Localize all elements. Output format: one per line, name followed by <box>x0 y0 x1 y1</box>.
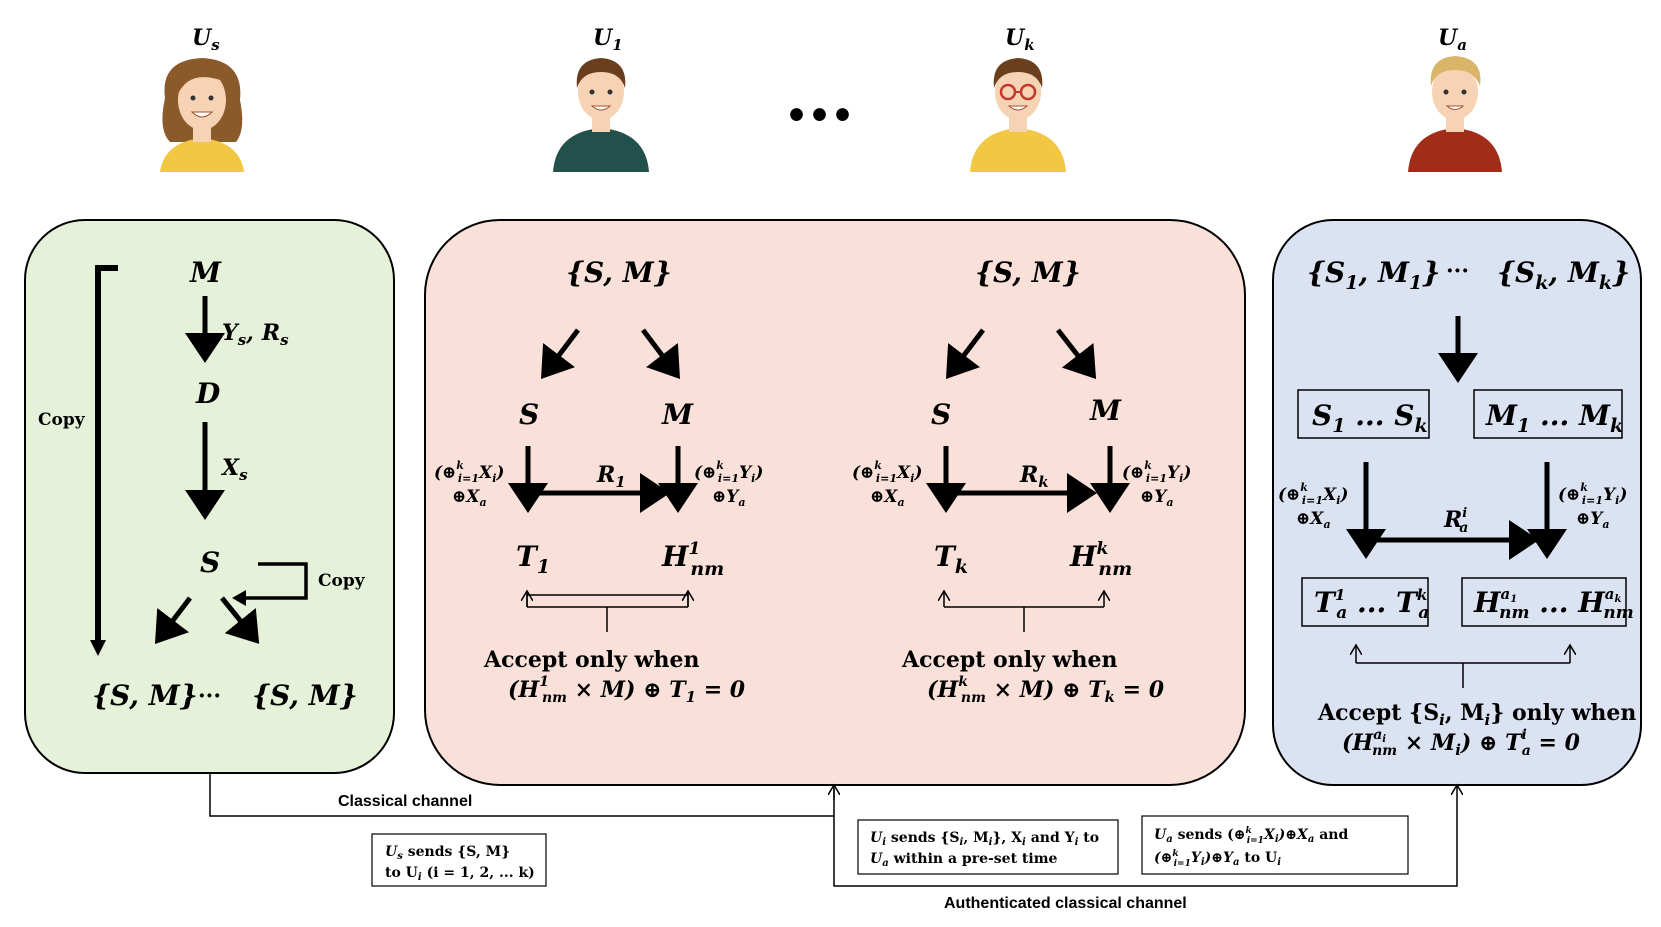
sender-ys-rs: Ys,Rs <box>222 320 289 349</box>
arb-set-dots: ··· <box>1446 258 1469 284</box>
arb-right-ya: ⊕Ya <box>1576 509 1610 531</box>
sender-xs: Xs <box>220 455 248 484</box>
sender-m: M <box>189 256 222 289</box>
sender-set-left: {S, M} <box>92 679 198 712</box>
arb-box-s <box>1297 389 1430 439</box>
rk-accept: Accept only when <box>901 647 1117 673</box>
r1-t: T1 <box>516 540 550 578</box>
classical-channel-label: Classical channel <box>338 793 472 810</box>
svg-text:(⊕ki=1Yi)⊕Ya to Ui: (⊕ki=1Yi)⊕Ya to Ui <box>1154 849 1281 869</box>
rk-s: S <box>931 398 951 431</box>
arb-set-1: {S1, M1} <box>1307 256 1440 294</box>
arb-box-m-label: M1 ... Mk <box>1485 399 1623 437</box>
rk-t: Tk <box>934 540 968 578</box>
svg-text:Ua within a pre-set time: Ua within a pre-set time <box>870 851 1058 869</box>
note-us-sends: Us sends {S, M} to Ui (i = 1, 2, ... k) <box>371 833 547 887</box>
avatar-ua-icon <box>1408 56 1502 172</box>
svg-text:Ua sends (⊕ki=1Xi)⊕Xa and: Ua sends (⊕ki=1Xi)⊕Xa and <box>1154 826 1348 846</box>
avatar-uk-icon <box>970 58 1066 172</box>
r1-left-xa: ⊕Xa <box>452 487 487 509</box>
sender-set-dots: ··· <box>198 683 221 709</box>
r1-set: {S, M} <box>566 256 672 289</box>
arbiter-flow: {S1, M1} ··· {Sk, Mk} S1 ... Sk M1 ... M… <box>1278 256 1636 759</box>
authenticated-channel: Authenticated classical channel <box>833 786 1457 912</box>
r1-s: S <box>519 398 539 431</box>
copy-label-right: Copy <box>318 571 366 591</box>
arb-box-m <box>1473 389 1623 439</box>
sender-s: S <box>200 546 220 579</box>
sender-d: D <box>195 377 221 410</box>
users-ellipsis: ••• <box>785 95 854 137</box>
rk-right-ya: ⊕Ya <box>1140 487 1174 509</box>
classical-channel: Classical channel <box>209 773 834 817</box>
r1-m: M <box>661 398 694 431</box>
arb-box-h <box>1461 577 1627 627</box>
r1-r: R1 <box>596 462 626 491</box>
sender-flow: M Ys,Rs D Xs S Copy Copy {S, M} ··· {S, … <box>38 256 366 712</box>
sender-set-right: {S, M} <box>252 679 358 712</box>
r1-accept: Accept only when <box>483 647 699 673</box>
user-label-us: Us <box>192 25 220 54</box>
rk-m: M <box>1089 394 1122 427</box>
arb-set-k: {Sk, Mk} <box>1497 256 1630 294</box>
avatar-u1-icon <box>553 58 649 172</box>
user-label-uk: Uk <box>1005 25 1035 54</box>
avatar-us-icon <box>160 58 244 172</box>
rk-r: Rk <box>1019 462 1049 491</box>
rk-left-xa: ⊕Xa <box>870 487 905 509</box>
svg-text:Ui sends {Si, Mi}, Xi and Yi t: Ui sends {Si, Mi}, Xi and Yi to <box>870 830 1099 848</box>
rk-set: {S, M} <box>975 256 1081 289</box>
note-ui-sends: Ui sends {Si, Mi}, Xi and Yi to Ua withi… <box>857 819 1119 875</box>
user-label-u1: U1 <box>593 25 623 54</box>
authenticated-channel-label: Authenticated classical channel <box>944 895 1187 912</box>
arb-box-s-label: S1 ... Sk <box>1312 399 1428 437</box>
user-label-ua: Ua <box>1438 25 1467 54</box>
svg-text:Us sends {S, M}: Us sends {S, M} <box>385 844 510 862</box>
copy-label-left: Copy <box>38 410 86 430</box>
arb-accept: Accept {Si, Mi} only when <box>1317 700 1636 729</box>
arb-left-xa: ⊕Xa <box>1296 509 1331 531</box>
r1-right-ya: ⊕Ya <box>712 487 746 509</box>
svg-text:to Ui (i = 1, 2, ... k): to Ui (i = 1, 2, ... k) <box>385 865 535 883</box>
arb-box-t <box>1301 577 1429 627</box>
